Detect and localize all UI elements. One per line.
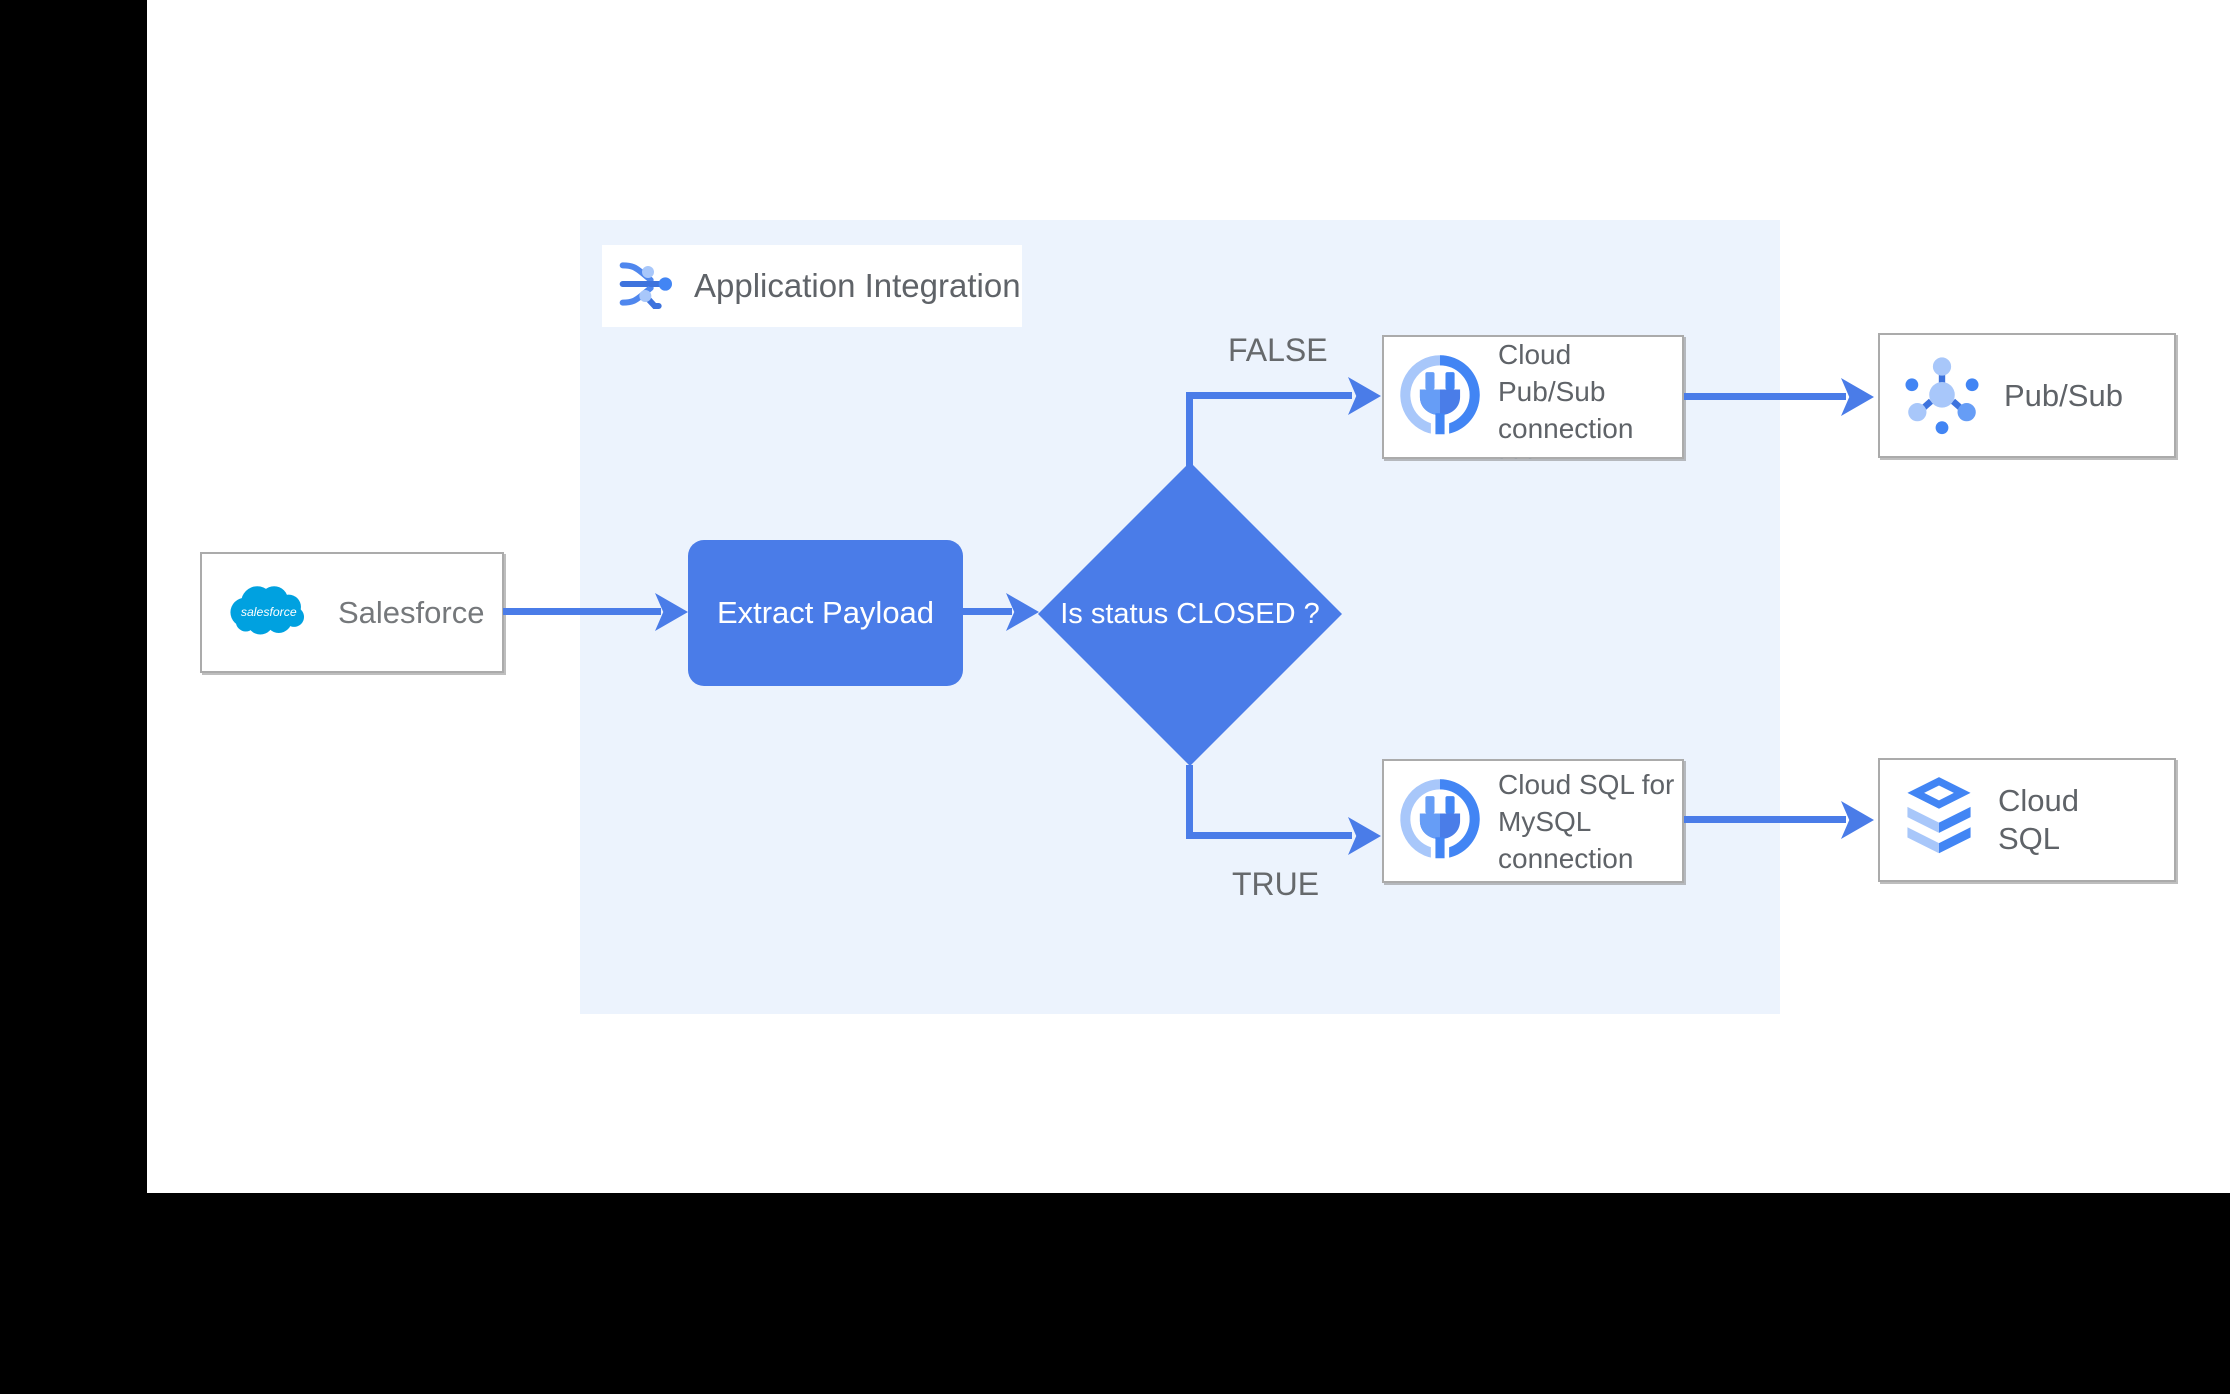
letterbox-bottom: [0, 1193, 2230, 1394]
salesforce-node-label: Salesforce: [338, 594, 485, 630]
cloud-pubsub-connection-node: Cloud Pub/Sub connection ...: [1382, 335, 1684, 459]
pubsub-node-label: Pub/Sub: [2004, 377, 2123, 413]
cloud-sql-connection-label: Cloud SQL for MySQL connection: [1498, 768, 1675, 874]
application-integration-icon: [616, 256, 680, 317]
edge-extract-decision: [962, 608, 1012, 615]
clipped-text-hint: ...: [1498, 447, 1682, 459]
edge-false-vertical: [1186, 394, 1193, 468]
cloud-sql-icon: [1900, 775, 1978, 866]
application-integration-label: Application Integration: [694, 267, 1021, 304]
cloud-sql-node-label: Cloud SQL: [1998, 783, 2079, 856]
decision-label: Is status CLOSED ?: [1060, 597, 1320, 630]
cloud-sql-connection-node: Cloud SQL for MySQL connection: [1382, 759, 1684, 883]
edge-true-horizontal: [1186, 832, 1352, 839]
connector-plug-icon: [1398, 777, 1482, 866]
letterbox-left: [0, 0, 147, 1394]
salesforce-logo-icon: salesforce: [222, 578, 314, 647]
edge-salesforce-extract: [503, 608, 661, 615]
salesforce-logo-text: salesforce: [241, 605, 297, 619]
edge-true-vertical: [1186, 765, 1193, 839]
application-integration-header: Application Integration: [602, 245, 1022, 327]
salesforce-node: salesforce Salesforce: [200, 552, 504, 673]
pubsub-icon: [1900, 351, 1984, 440]
extract-payload-label: Extract Payload: [716, 595, 935, 630]
pubsub-node: Pub/Sub: [1878, 333, 2176, 458]
true-edge-label: TRUE: [1232, 866, 1320, 902]
cloud-pubsub-connection-label: Cloud Pub/Sub connection ...: [1498, 336, 1682, 459]
extract-payload-node: Extract Payload: [688, 540, 963, 686]
edge-connection-cloudsql: [1684, 816, 1846, 823]
edge-connection-pubsub: [1684, 393, 1846, 400]
connector-plug-icon: [1398, 353, 1482, 442]
false-edge-label: FALSE: [1228, 332, 1328, 368]
cloud-sql-node: Cloud SQL: [1878, 758, 2176, 882]
edge-false-horizontal: [1186, 392, 1352, 399]
